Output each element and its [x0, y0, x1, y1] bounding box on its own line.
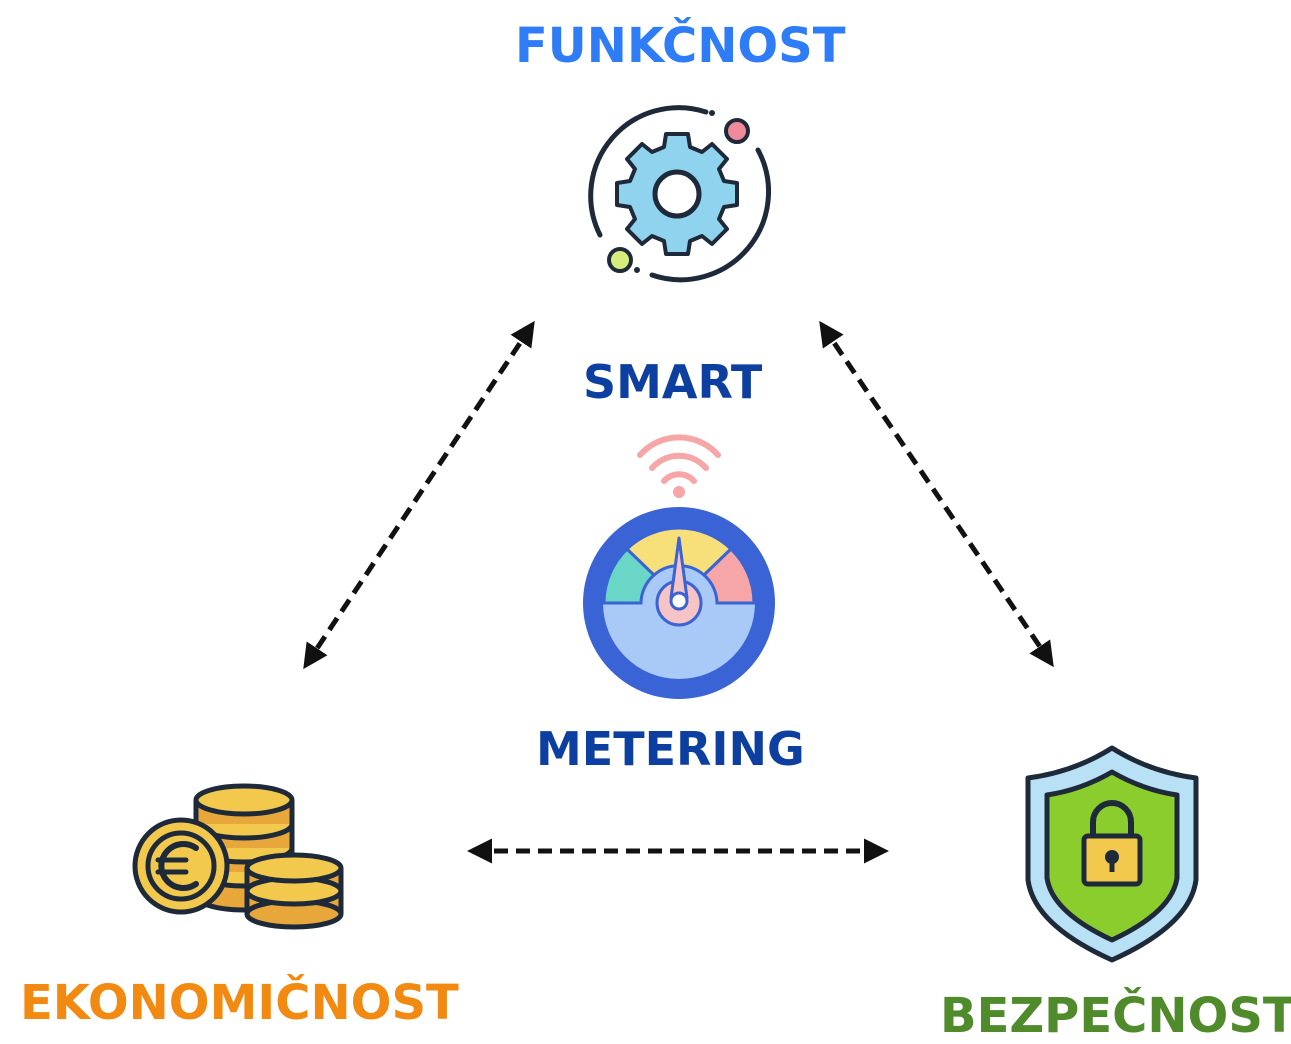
smart-meter-gauge-icon — [583, 434, 775, 699]
arrow-funkcnost-ekonomicnost — [303, 320, 535, 670]
wifi-signal-icon — [637, 434, 721, 484]
label-smart: SMART — [583, 355, 763, 409]
arrow-funkcnost-bezpecnost — [819, 320, 1054, 668]
euro-coins-icon — [132, 783, 344, 930]
label-ekonomicnost: EKONOMIČNOST — [20, 975, 459, 1031]
gear-orbit-icon — [588, 105, 771, 283]
label-bezpecnost: BEZPEČNOST — [940, 988, 1291, 1044]
label-funkcnost: FUNKČNOST — [515, 18, 846, 74]
label-metering: METERING — [536, 722, 805, 776]
shield-lock-icon — [1025, 745, 1199, 963]
